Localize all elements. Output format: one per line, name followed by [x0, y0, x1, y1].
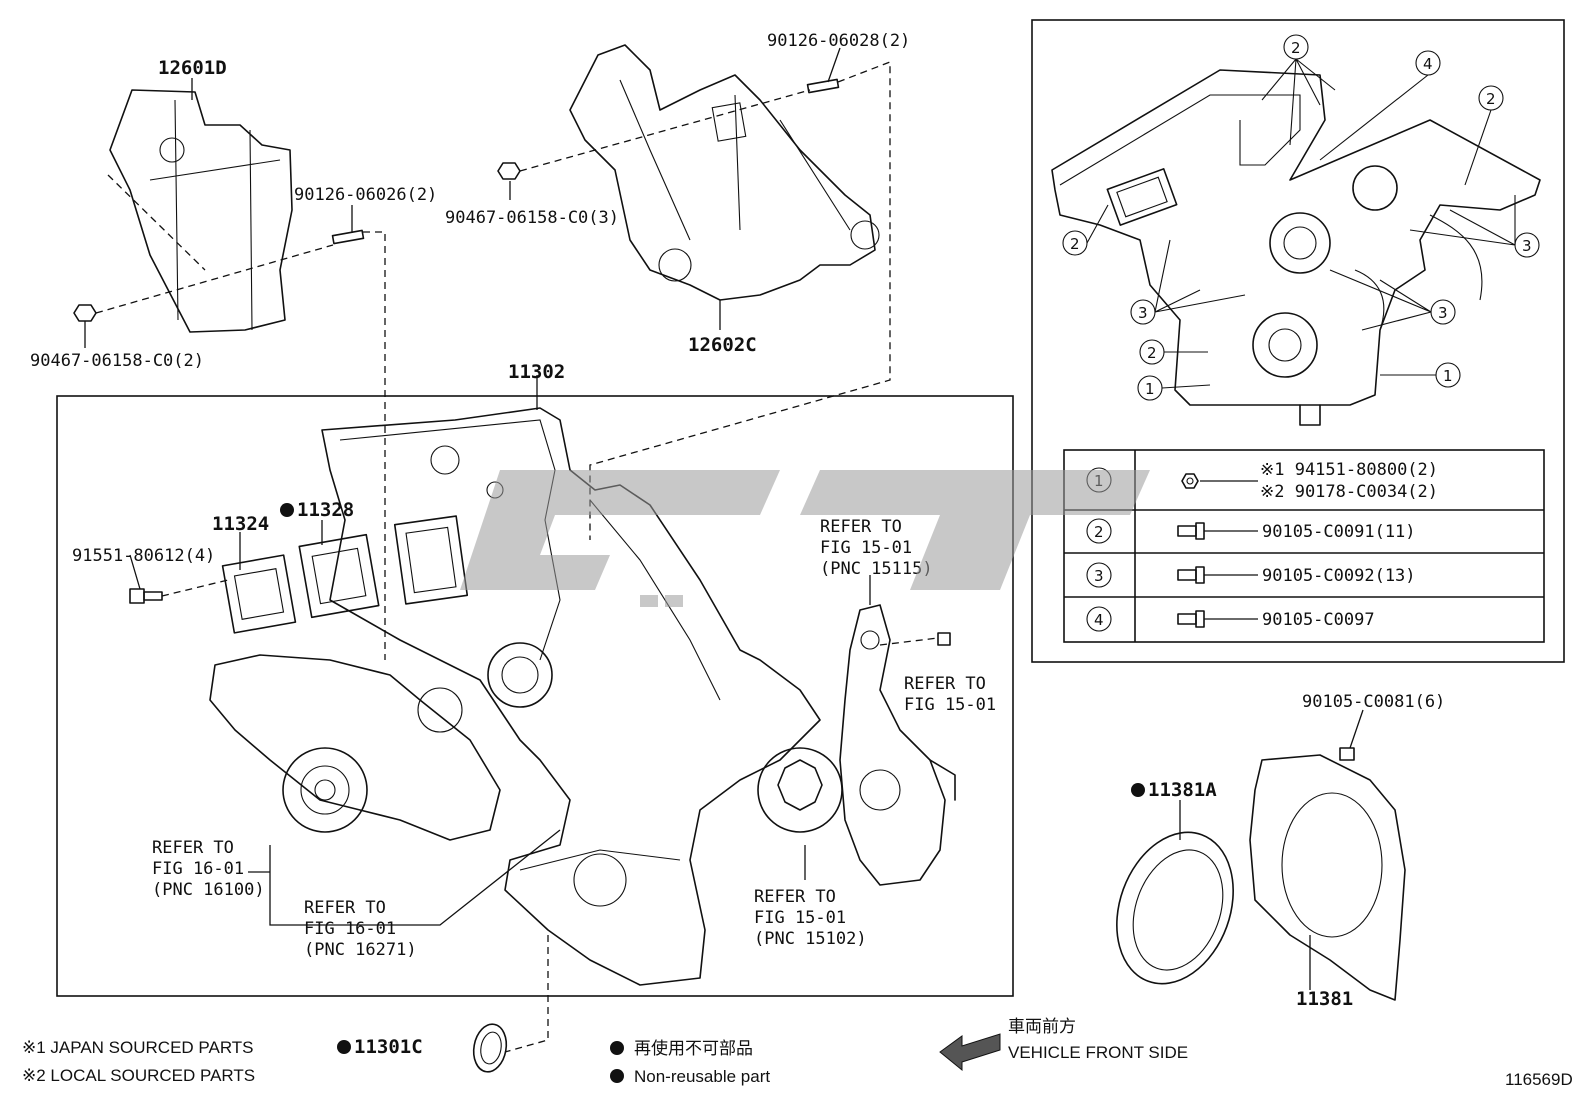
gasket-11324: [221, 554, 297, 634]
inset-timing-cover: [1051, 69, 1541, 426]
nonreusable-legend-dot: [610, 1041, 624, 1055]
label-12602C: 12602C: [688, 334, 757, 356]
ref-pnc-15115: REFER TO FIG 15-01 (PNC 15115): [820, 517, 933, 579]
flange-bolt-icon: [1177, 610, 1258, 628]
svg-text:FIG 15-01: FIG 15-01: [820, 538, 912, 558]
vehicle-front-jp: 車両前方: [1008, 1017, 1076, 1036]
svg-text:2: 2: [1486, 90, 1496, 108]
svg-text:(PNC 16271): (PNC 16271): [304, 940, 417, 960]
label-91551: 91551-80612(4): [72, 546, 215, 566]
label-11324: 11324: [212, 513, 269, 535]
svg-text:REFER TO: REFER TO: [820, 517, 902, 537]
svg-text:FIG 15-01: FIG 15-01: [754, 908, 846, 928]
svg-text:2: 2: [1291, 39, 1301, 57]
label-11301C: 11301C: [354, 1036, 423, 1058]
oil-pump-rotor: [757, 747, 843, 833]
svg-text:2: 2: [1147, 344, 1157, 362]
figure-id: 116569D: [1505, 1070, 1573, 1089]
ref-pnc-16271: REFER TO FIG 16-01 (PNC 16271): [304, 898, 417, 960]
label-11328: 11328: [297, 499, 354, 521]
svg-text:REFER TO: REFER TO: [754, 887, 836, 907]
svg-text:REFER TO: REFER TO: [904, 674, 986, 694]
label-90126-06026: 90126-06026(2): [294, 185, 437, 205]
nonreusable-en: Non-reusable part: [634, 1067, 770, 1086]
ref-pnc-16100: REFER TO FIG 16-01 (PNC 16100): [152, 838, 265, 900]
svg-text:1: 1: [1443, 367, 1453, 385]
flange-bolt-icon: [1177, 566, 1258, 584]
vehicle-front-arrow-icon: [939, 1033, 1001, 1072]
inset-leaders: [1086, 58, 1516, 389]
label-90467-left: 90467-06158-C0(2): [30, 351, 204, 371]
oil-pump-housing: [839, 604, 956, 886]
svg-text:(PNC 15102): (PNC 15102): [754, 929, 867, 949]
table-row3-part: 90105-C0092(13): [1262, 566, 1416, 586]
note-local-sourced: ※2 LOCAL SOURCED PARTS: [22, 1066, 255, 1085]
main-assembly-frame: [56, 395, 1014, 997]
vehicle-front-en: VEHICLE FRONT SIDE: [1008, 1043, 1188, 1062]
label-90467-top: 90467-06158-C0(3): [445, 208, 619, 228]
retainer-11381: [1249, 747, 1406, 1001]
note-japan-sourced: ※1 JAPAN SOURCED PARTS: [22, 1038, 254, 1057]
svg-text:2: 2: [1070, 235, 1080, 253]
inset-bolt-table: 1 2 3 4 ※1 94151-80800(2) ※2 90178-C0034…: [1063, 449, 1545, 643]
svg-text:(PNC 16100): (PNC 16100): [152, 880, 265, 900]
water-pump: [209, 654, 501, 841]
bolt-91551: [129, 579, 229, 604]
svg-text:FIG 15-01: FIG 15-01: [904, 695, 996, 715]
svg-text:REFER TO: REFER TO: [152, 838, 234, 858]
table-row2-part: 90105-C0091(11): [1262, 522, 1416, 542]
label-12601D: 12601D: [158, 57, 227, 79]
label-leaders: [84, 47, 1364, 990]
table-row4-part: 90105-C0097: [1262, 610, 1375, 630]
table-key-3: 3: [1094, 567, 1104, 585]
ref-fig-15-01: REFER TO FIG 15-01: [904, 674, 996, 715]
label-11302: 11302: [508, 361, 565, 383]
nonreusable-dot: [280, 503, 294, 517]
svg-text:1: 1: [1145, 380, 1155, 398]
table-key-4: 4: [1094, 611, 1104, 629]
part-12602C-cover: [569, 44, 880, 301]
svg-text:FIG 16-01: FIG 16-01: [304, 919, 396, 939]
flange-bolt-icon: [1177, 522, 1258, 540]
label-90126-06028: 90126-06028(2): [767, 31, 910, 51]
svg-text:REFER TO: REFER TO: [304, 898, 386, 918]
table-row1-line1: ※1 94151-80800(2): [1260, 460, 1438, 480]
label-11381: 11381: [1296, 988, 1353, 1010]
gasket-11328: [298, 533, 380, 619]
inset-callouts: 2 4 2 2 3 3 3 2 1 1: [1062, 34, 1540, 401]
svg-text:3: 3: [1438, 304, 1448, 322]
nonreusable-dot: [1131, 783, 1145, 797]
part-12601D-cover: [107, 89, 293, 333]
nonreusable-legend-dot: [610, 1069, 624, 1083]
nut-icon: [1181, 473, 1199, 489]
watermark-logo: [460, 470, 1150, 607]
ref-pnc-15102: REFER TO FIG 15-01 (PNC 15102): [754, 887, 867, 949]
table-row1-line2: ※2 90178-C0034(2): [1260, 482, 1438, 502]
label-90105-C0081: 90105-C0081(6): [1302, 692, 1445, 712]
nonreusable-jp: 再使用不可部品: [634, 1038, 753, 1058]
svg-text:FIG 16-01: FIG 16-01: [152, 859, 244, 879]
svg-text:(PNC 15115): (PNC 15115): [820, 559, 933, 579]
inset-frame: [1031, 19, 1565, 663]
svg-text:4: 4: [1423, 55, 1433, 73]
table-key-2: 2: [1094, 523, 1104, 541]
seal-11381A: [1116, 831, 1234, 985]
nonreusable-dot: [337, 1040, 351, 1054]
seal-11301C: [472, 935, 549, 1073]
svg-text:3: 3: [1138, 304, 1148, 322]
label-11381A: 11381A: [1148, 779, 1217, 801]
svg-text:3: 3: [1522, 237, 1532, 255]
